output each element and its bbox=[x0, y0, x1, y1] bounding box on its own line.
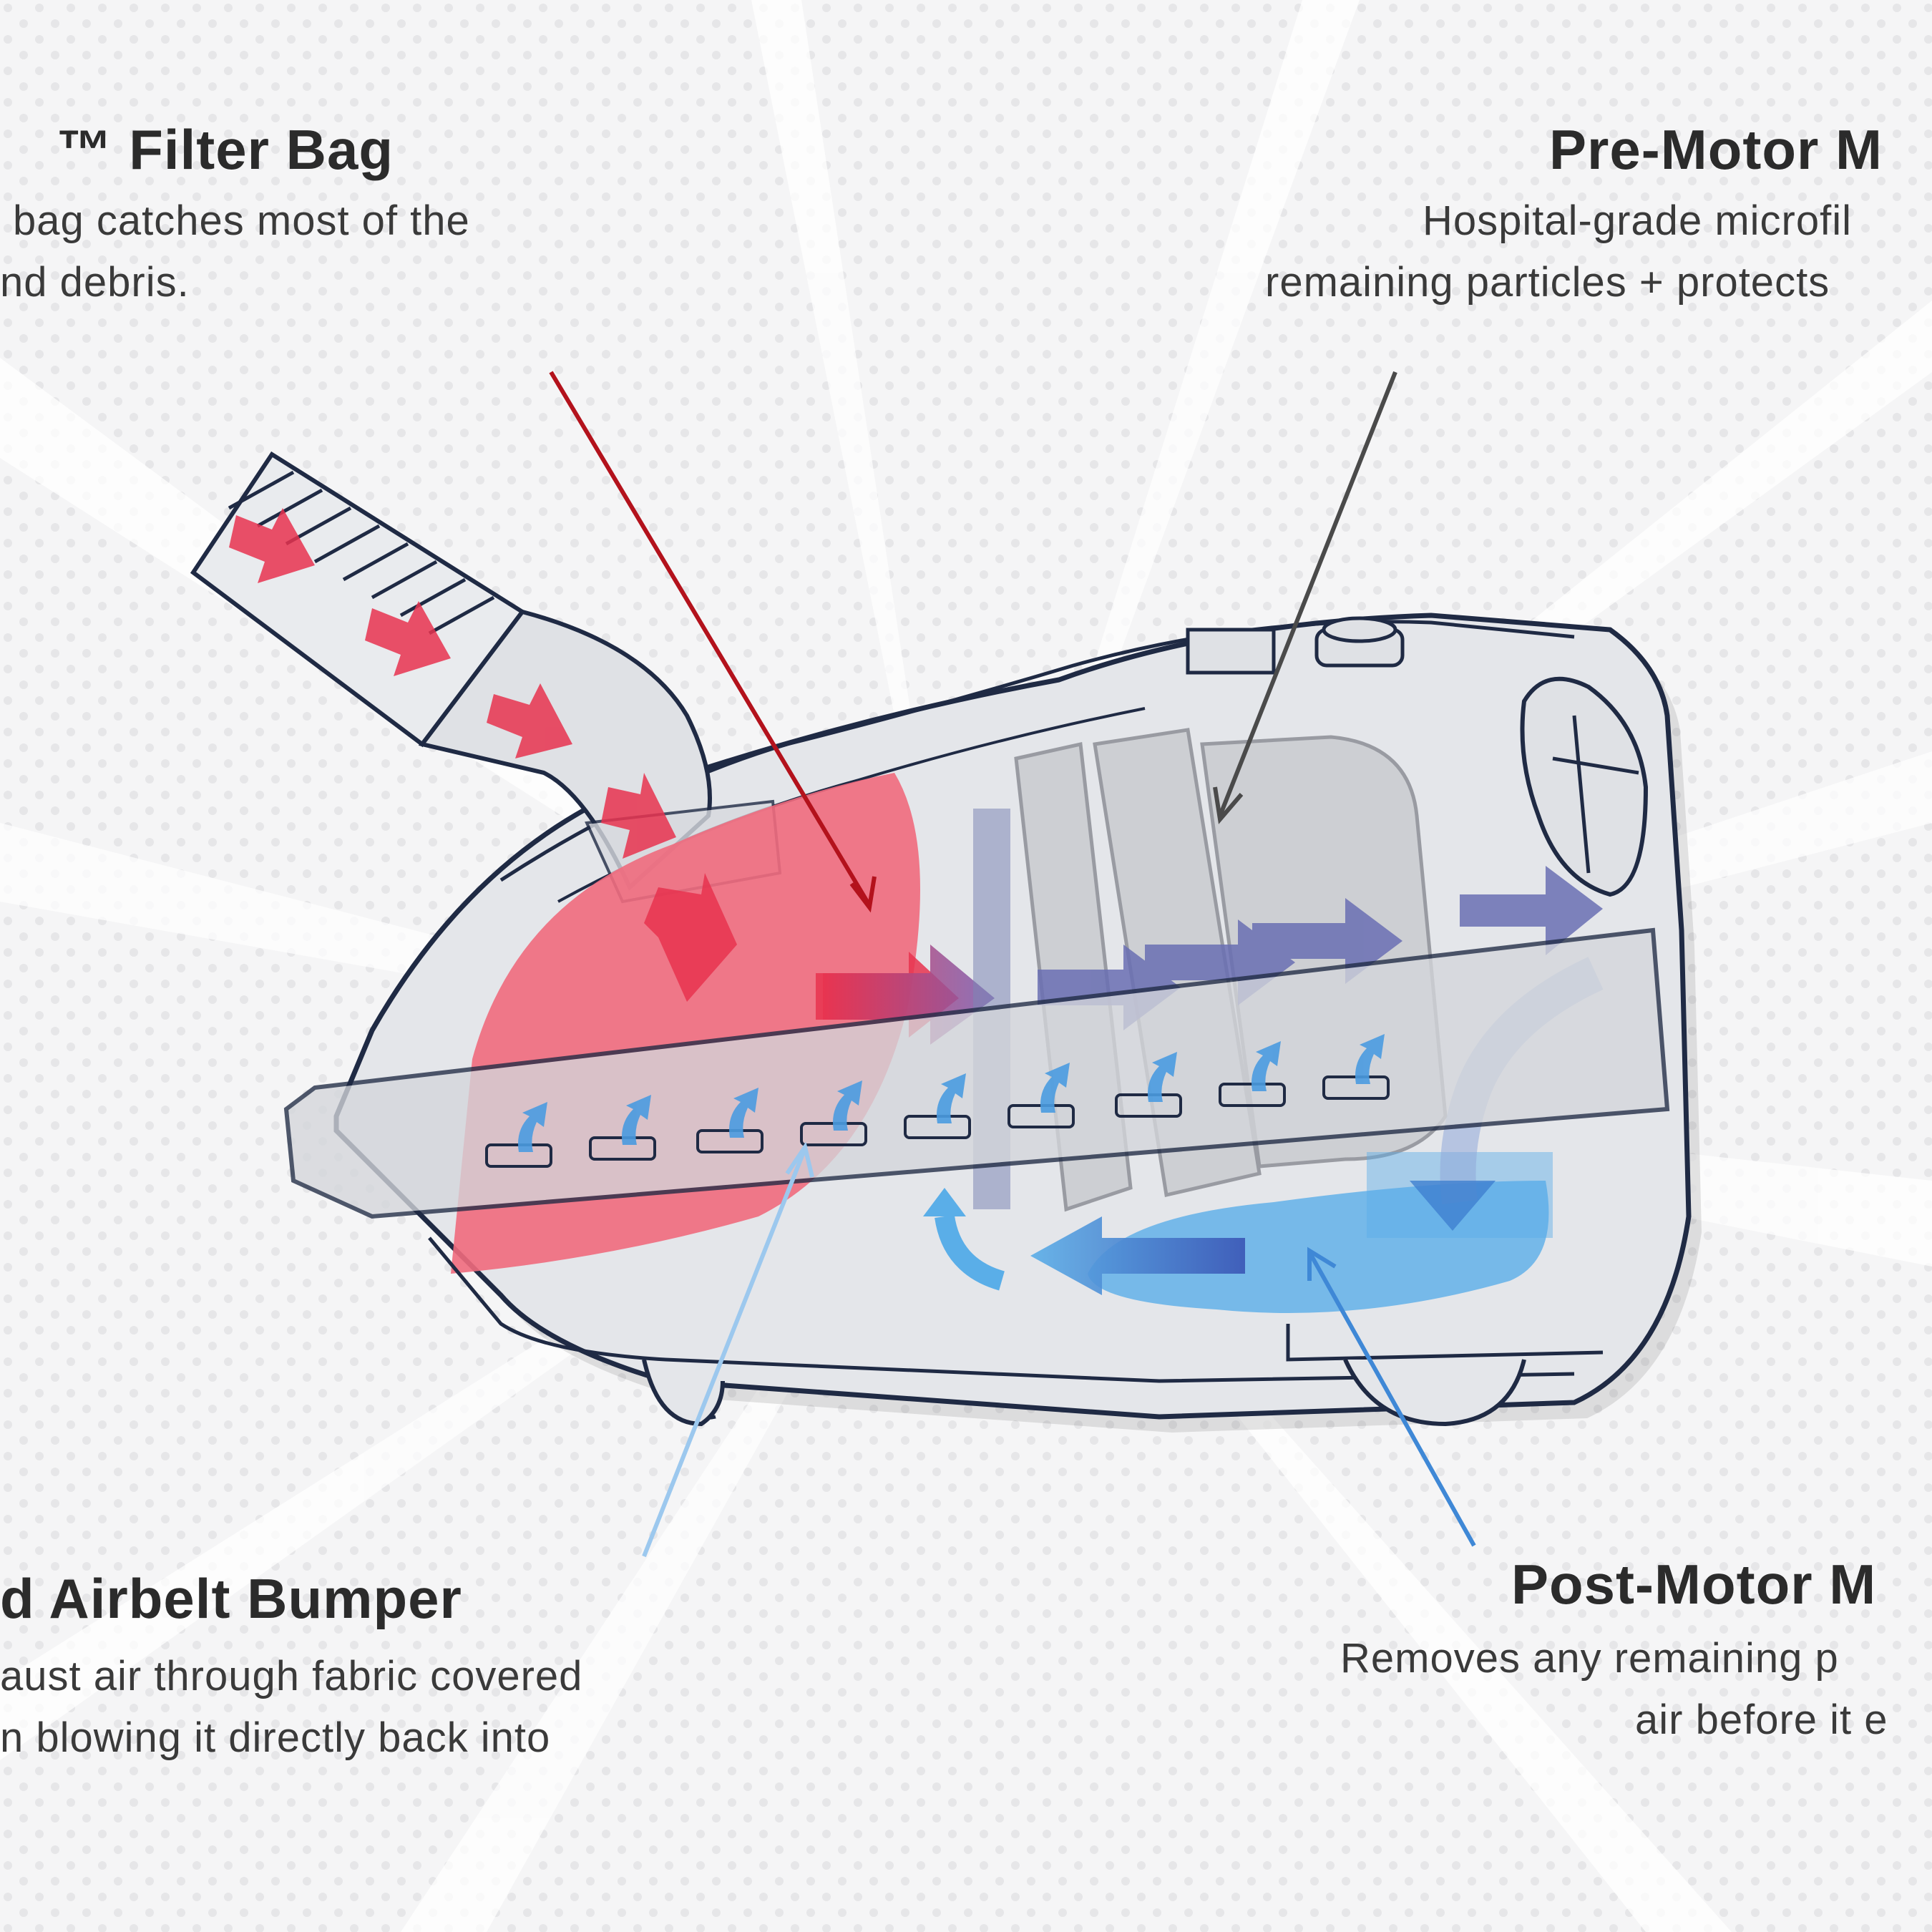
post-motor-title: Post-Motor M bbox=[1511, 1553, 1877, 1616]
rear-wheel bbox=[1343, 1358, 1526, 1427]
carry-handle bbox=[1520, 676, 1649, 897]
filter-bag-title: ™ Filter Bag bbox=[56, 118, 394, 181]
airbelt-description: aust air through fabric covered n blowin… bbox=[0, 1646, 582, 1769]
filter-bag-line-1: bag catches most of the bbox=[13, 197, 470, 244]
leader-filter-bag bbox=[549, 371, 872, 907]
pre-motor-line-2: remaining particles + protects bbox=[1265, 259, 1830, 306]
post-motor-description: Removes any remaining p air before it e bbox=[1340, 1628, 1888, 1751]
post-motor-line-1: Removes any remaining p bbox=[1340, 1635, 1839, 1682]
pre-motor-line-1: Hospital-grade microfil bbox=[1423, 197, 1852, 244]
leader-pre-motor bbox=[1218, 371, 1397, 817]
post-motor-filter-zone bbox=[1088, 1181, 1549, 1313]
leader-post-motor bbox=[1307, 1251, 1476, 1547]
leader-airbelt bbox=[642, 1147, 807, 1558]
filter-bag-line-2: nd debris. bbox=[0, 259, 190, 306]
filter-bag-description: bag catches most of the nd debris. bbox=[0, 190, 470, 313]
pre-motor-title: Pre-Motor M bbox=[1549, 118, 1883, 181]
filter-bag-callout: ™ Filter Bag bbox=[57, 122, 394, 177]
airbelt-line-1: aust air through fabric covered bbox=[0, 1653, 583, 1699]
post-motor-line-2: air before it e bbox=[1635, 1697, 1888, 1743]
exhaust-arrow-left bbox=[1030, 1216, 1245, 1295]
control-knobs bbox=[1186, 616, 1405, 675]
post-motor-callout: Post-Motor M bbox=[1511, 1556, 1876, 1612]
leader-lines bbox=[549, 371, 1476, 1558]
airbelt-callout: d Airbelt Bumper bbox=[0, 1571, 462, 1626]
pre-motor-description: Hospital-grade microfil remaining partic… bbox=[1265, 190, 1852, 313]
bumper-vents bbox=[485, 1034, 1390, 1168]
airbelt-line-2: n blowing it directly back into bbox=[0, 1714, 551, 1761]
airbelt-title: d Airbelt Bumper bbox=[0, 1567, 462, 1630]
pre-motor-callout: Pre-Motor M bbox=[1549, 122, 1883, 177]
exhaust-arrow-curve bbox=[935, 1214, 1005, 1291]
